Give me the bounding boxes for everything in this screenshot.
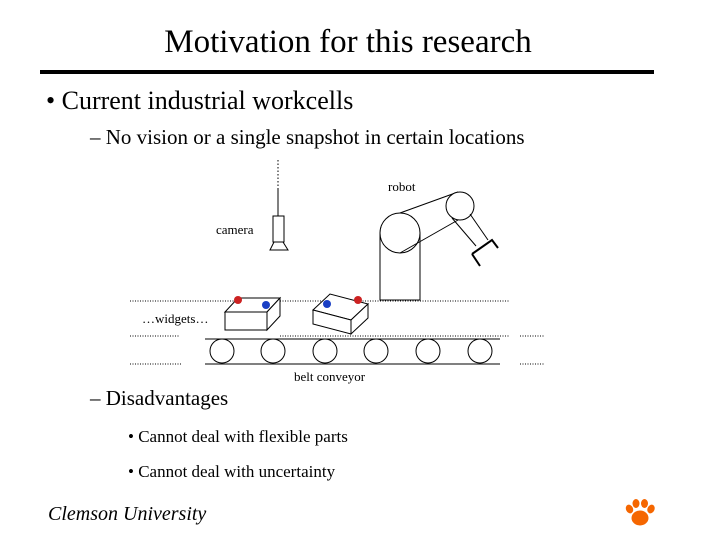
sub-bullet-disadvantages: – Disadvantages bbox=[90, 386, 229, 410]
red-marker-dot bbox=[234, 296, 242, 304]
title-underline bbox=[40, 70, 654, 74]
camera-icon bbox=[269, 160, 289, 251]
institution-name: Clemson University bbox=[48, 503, 207, 525]
blue-marker-dot bbox=[323, 300, 331, 308]
tiger-paw-icon bbox=[625, 499, 655, 526]
bullet-uncertainty: • Cannot deal with uncertainty bbox=[128, 462, 336, 481]
sub-bullet-no-vision: – No vision or a single snapshot in cert… bbox=[90, 125, 525, 149]
slide-title: Motivation for this research bbox=[164, 24, 532, 60]
workcell-diagram: camera robot belt conveyor bbox=[130, 160, 545, 384]
conveyor-label: belt conveyor bbox=[294, 369, 366, 384]
blue-marker-dot bbox=[262, 301, 270, 309]
widgets-label: …widgets… bbox=[142, 311, 208, 326]
red-marker-dot bbox=[354, 296, 362, 304]
camera-label: camera bbox=[216, 222, 254, 237]
bullet-current-workcells: • Current industrial workcells bbox=[46, 86, 354, 115]
widget-box bbox=[312, 293, 369, 336]
robot-icon bbox=[379, 191, 499, 301]
robot-label: robot bbox=[388, 179, 416, 194]
bullet-flexible-parts: • Cannot deal with flexible parts bbox=[128, 427, 348, 446]
widget-box bbox=[223, 296, 282, 332]
belt-conveyor bbox=[130, 300, 545, 365]
